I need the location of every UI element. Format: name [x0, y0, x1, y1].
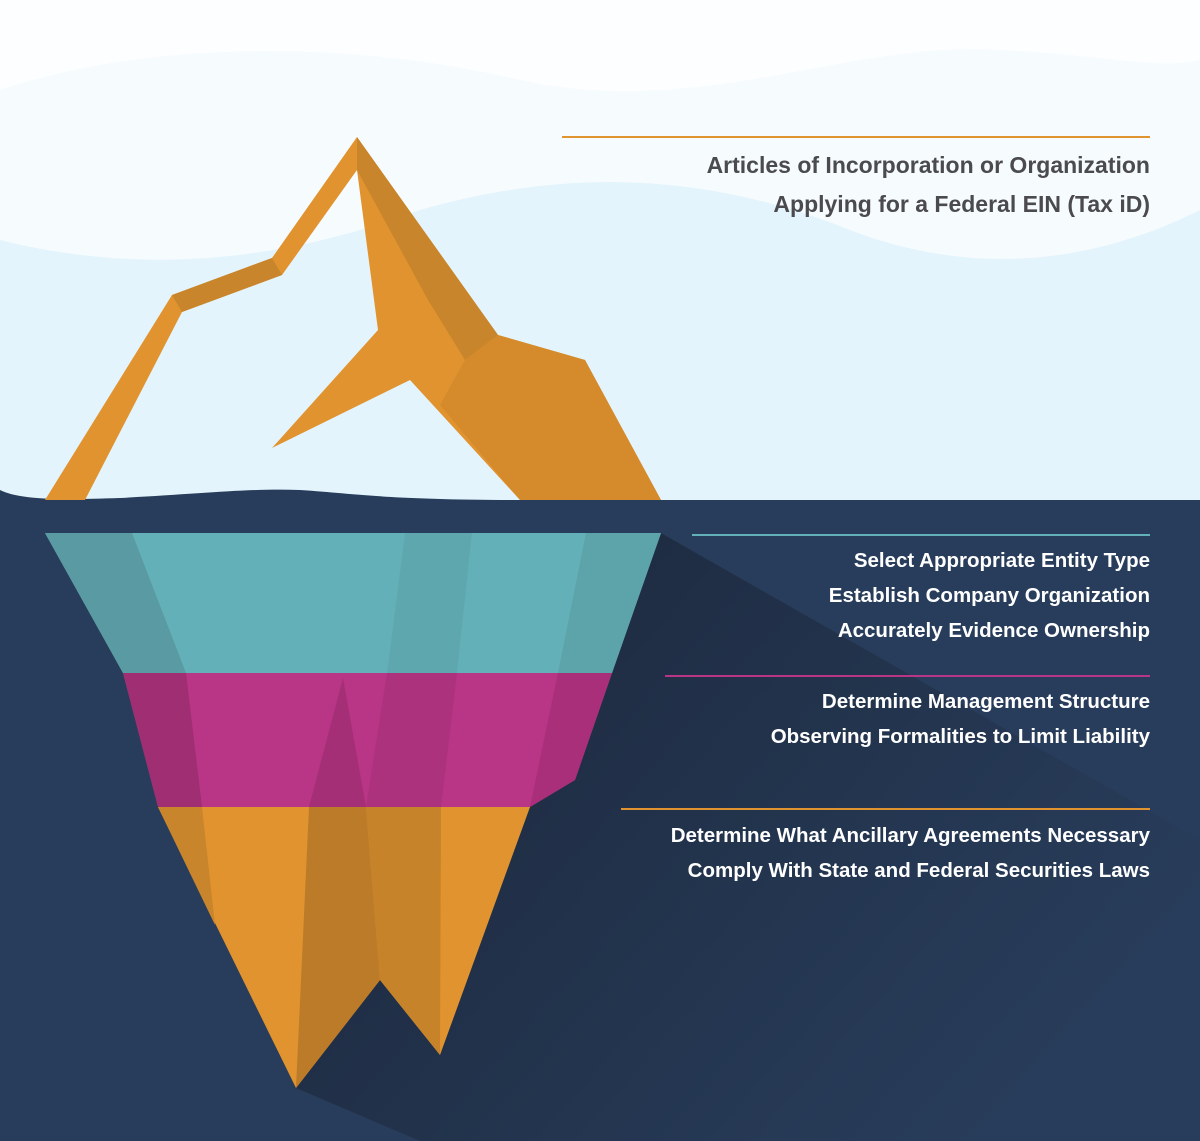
above-water-list: Articles of Incorporation or Organizatio…: [707, 146, 1150, 224]
list-item: Comply With State and Federal Securities…: [687, 859, 1150, 882]
iceberg-tier-teal: [45, 533, 661, 673]
list-item: Determine What Ancillary Agreements Nece…: [670, 824, 1150, 847]
divider-teal: [692, 534, 1150, 536]
list-item: Applying for a Federal EIN (Tax iD): [773, 191, 1150, 217]
list-item: Accurately Evidence Ownership: [837, 619, 1150, 642]
list-item: Determine Management Structure: [821, 690, 1150, 713]
divider-orange-top: [562, 136, 1150, 138]
list-item: Articles of Incorporation or Organizatio…: [706, 152, 1150, 178]
list-item: Establish Company Organization: [828, 584, 1150, 607]
tier3-list: Determine What Ancillary Agreements Nece…: [671, 818, 1150, 888]
iceberg-tier-magenta: [123, 673, 612, 807]
list-item: Select Appropriate Entity Type: [853, 549, 1150, 572]
iceberg-tip: [45, 137, 661, 500]
tier2-list: Determine Management Structure Observing…: [771, 684, 1150, 754]
iceberg-tier-orange: [158, 807, 530, 1088]
list-item: Observing Formalities to Limit Liability: [770, 725, 1150, 748]
divider-orange-bottom: [621, 808, 1150, 810]
iceberg-shadow: [296, 533, 1200, 1141]
tier1-list: Select Appropriate Entity Type Establish…: [829, 543, 1150, 648]
divider-magenta: [665, 675, 1150, 677]
sky-wave-top: [0, 0, 1200, 92]
